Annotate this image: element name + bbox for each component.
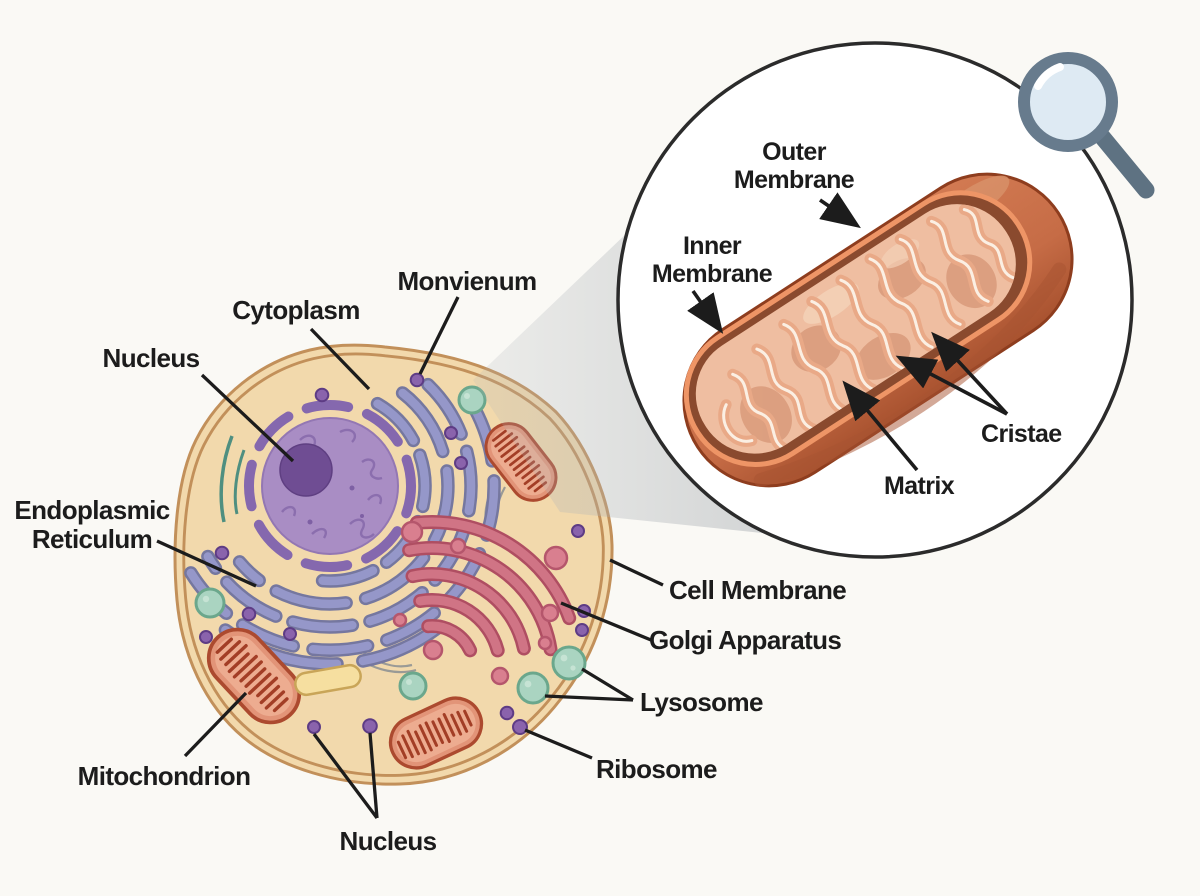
- ribosome-dots: [199, 372, 591, 735]
- label-cytoplasm: Cytoplasm: [232, 295, 360, 325]
- inset-mitochondrion: [682, 172, 1074, 488]
- nucleus-speck: [307, 519, 313, 525]
- label-nucleus-bottom: Nucleus: [339, 826, 438, 856]
- label-mitochondrion: Mitochondrion: [77, 761, 251, 791]
- label-cell-membrane: Cell Membrane: [669, 575, 847, 605]
- inset-arrows: [687, 192, 1009, 472]
- label-golgi-apparatus: Golgi Apparatus: [649, 625, 842, 655]
- label-ribosome: Ribosome: [596, 754, 717, 784]
- label-inner-membrane: Inner Membrane: [651, 232, 773, 288]
- label-endoplasmic-reticulum: Endoplasmic Reticulum: [14, 495, 170, 554]
- label-lysosome: Lysosome: [640, 687, 763, 717]
- cytoskeleton-lines: [219, 435, 246, 523]
- magnifying-glass-icon: [1018, 52, 1155, 199]
- label-pointer-lines: [156, 296, 664, 819]
- label-nucleus-top: Nucleus: [102, 343, 201, 373]
- nuclear-envelope: [244, 400, 416, 572]
- label-cristae: Cristae: [981, 420, 1062, 448]
- golgi-apparatus-graphic: [402, 515, 577, 658]
- nucleus-speck: [349, 485, 355, 491]
- lysosome-specks: [202, 393, 576, 688]
- nucleus-graphic: [261, 417, 399, 555]
- label-monvienum: Monvienum: [397, 266, 537, 296]
- label-outer-membrane: Outer Membrane: [733, 138, 855, 194]
- golgi-vesicles: [392, 520, 569, 686]
- label-matrix: Matrix: [884, 472, 955, 500]
- cristae-graphic: [718, 204, 1019, 455]
- nucleolus: [279, 443, 333, 497]
- lysosomes: [194, 385, 587, 705]
- nucleus-speck: [360, 514, 364, 518]
- endoplasmic-reticulum-graphic: [184, 377, 501, 671]
- vacuole-rod: [294, 663, 362, 697]
